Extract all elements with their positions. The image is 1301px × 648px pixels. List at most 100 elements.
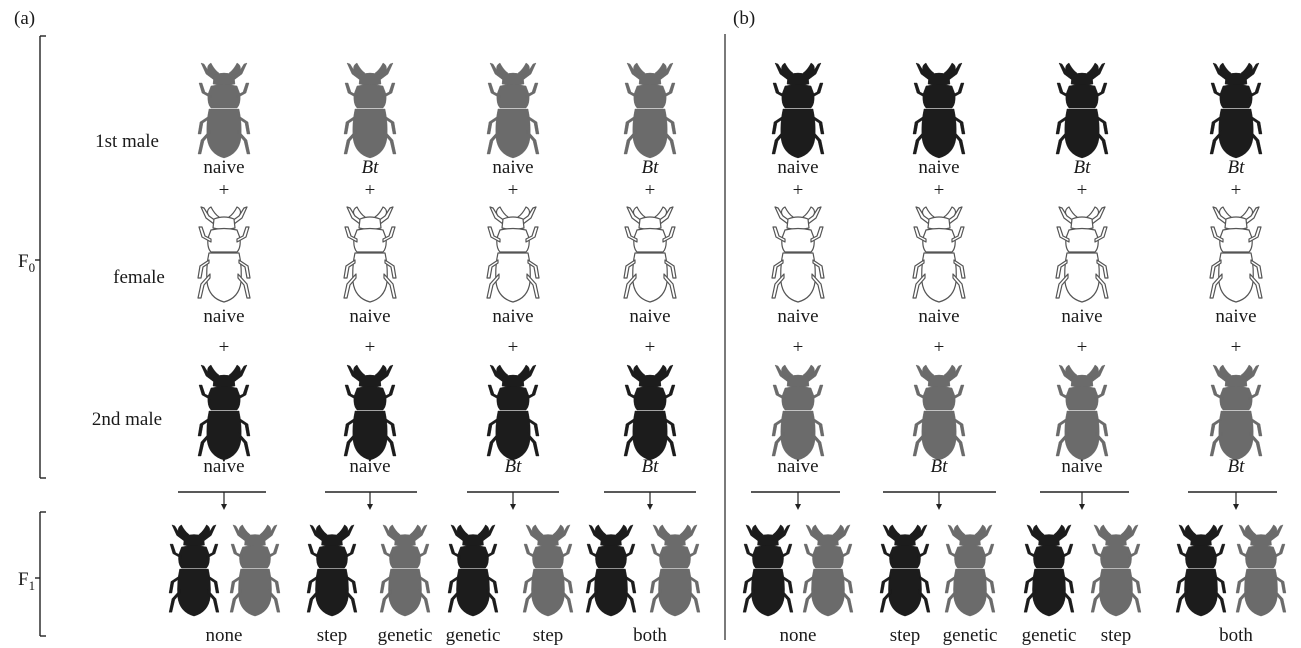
first-male-beetle-icon [913, 63, 965, 158]
row-label-first-male: 1st male [95, 131, 159, 152]
first-male-beetle-icon [198, 63, 250, 158]
offspring-label: genetic [943, 625, 998, 646]
first-male-beetle-icon [624, 63, 676, 158]
plus-sign: + [1231, 180, 1242, 201]
female-beetle-icon [624, 207, 676, 302]
arrow-head-icon [936, 504, 942, 510]
first-male-beetle-icon [344, 63, 396, 158]
offspring-black-beetle-icon [169, 525, 219, 616]
first-male-treatment: Bt [642, 157, 660, 178]
offspring-gray-beetle-icon [1091, 525, 1141, 616]
plus-sign: + [219, 180, 230, 201]
offspring-gray-beetle-icon [380, 525, 430, 616]
plus-sign: + [1077, 180, 1088, 201]
offspring-label: none [780, 625, 817, 646]
female-beetle-icon [344, 207, 396, 302]
second-male-treatment: naive [203, 456, 244, 477]
offspring-black-beetle-icon [1176, 525, 1226, 616]
female-beetle-icon [1056, 207, 1108, 302]
second-male-beetle-icon [198, 365, 250, 460]
female-treatment: naive [1061, 306, 1102, 327]
offspring-black-beetle-icon [586, 525, 636, 616]
arrow-head-icon [1233, 504, 1239, 510]
offspring-black-beetle-icon [448, 525, 498, 616]
female-treatment: naive [349, 306, 390, 327]
plus-sign: + [508, 180, 519, 201]
offspring-label: both [1219, 625, 1253, 646]
first-male-treatment: Bt [1228, 157, 1246, 178]
offspring-gray-beetle-icon [650, 525, 700, 616]
plus-sign: + [793, 180, 804, 201]
second-male-beetle-icon [1210, 365, 1262, 460]
first-male-beetle-icon [772, 63, 824, 158]
female-beetle-icon [198, 207, 250, 302]
offspring-label: genetic [378, 625, 433, 646]
female-treatment: naive [918, 306, 959, 327]
second-male-beetle-icon [1056, 365, 1108, 460]
offspring-black-beetle-icon [1024, 525, 1074, 616]
arrow-head-icon [1079, 504, 1085, 510]
plus-sign: + [219, 337, 230, 358]
female-beetle-icon [772, 207, 824, 302]
plus-sign: + [934, 337, 945, 358]
offspring-gray-beetle-icon [945, 525, 995, 616]
second-male-treatment: Bt [642, 456, 660, 477]
offspring-label: none [206, 625, 243, 646]
row-label-female: female [113, 267, 165, 288]
plus-sign: + [793, 337, 804, 358]
panel-label-b: (b) [733, 8, 755, 29]
second-male-treatment: naive [349, 456, 390, 477]
offspring-black-beetle-icon [880, 525, 930, 616]
female-beetle-icon [487, 207, 539, 302]
female-treatment: naive [492, 306, 533, 327]
first-male-beetle-icon [1210, 63, 1262, 158]
second-male-beetle-icon [487, 365, 539, 460]
f1-label: F1 [18, 569, 35, 593]
first-male-beetle-icon [487, 63, 539, 158]
first-male-treatment: naive [492, 157, 533, 178]
arrow-head-icon [795, 504, 801, 510]
second-male-treatment: Bt [931, 456, 949, 477]
arrow-head-icon [221, 504, 227, 510]
plus-sign: + [645, 180, 656, 201]
offspring-label: both [633, 625, 667, 646]
arrow-head-icon [510, 504, 516, 510]
f0-label: F0 [18, 251, 35, 275]
female-treatment: naive [777, 306, 818, 327]
arrow-head-icon [367, 504, 373, 510]
female-beetle-icon [1210, 207, 1262, 302]
row-label-second-male: 2nd male [92, 409, 162, 430]
offspring-black-beetle-icon [743, 525, 793, 616]
plus-sign: + [365, 180, 376, 201]
first-male-treatment: naive [203, 157, 244, 178]
female-beetle-icon [913, 207, 965, 302]
female-treatment: naive [629, 306, 670, 327]
first-male-treatment: Bt [362, 157, 380, 178]
plus-sign: + [934, 180, 945, 201]
second-male-beetle-icon [624, 365, 676, 460]
plus-sign: + [508, 337, 519, 358]
offspring-gray-beetle-icon [803, 525, 853, 616]
second-male-beetle-icon [772, 365, 824, 460]
offspring-label: genetic [1022, 625, 1077, 646]
second-male-beetle-icon [913, 365, 965, 460]
first-male-treatment: naive [777, 157, 818, 178]
second-male-treatment: naive [1061, 456, 1102, 477]
female-treatment: naive [1215, 306, 1256, 327]
first-male-treatment: naive [918, 157, 959, 178]
panel-label-a: (a) [14, 8, 35, 29]
offspring-label: step [533, 625, 564, 646]
second-male-treatment: naive [777, 456, 818, 477]
plus-sign: + [645, 337, 656, 358]
offspring-gray-beetle-icon [230, 525, 280, 616]
plus-sign: + [365, 337, 376, 358]
second-male-beetle-icon [344, 365, 396, 460]
first-male-beetle-icon [1056, 63, 1108, 158]
plus-sign: + [1077, 337, 1088, 358]
offspring-label: step [1101, 625, 1132, 646]
offspring-gray-beetle-icon [1236, 525, 1286, 616]
offspring-label: genetic [446, 625, 501, 646]
second-male-treatment: Bt [505, 456, 523, 477]
offspring-black-beetle-icon [307, 525, 357, 616]
